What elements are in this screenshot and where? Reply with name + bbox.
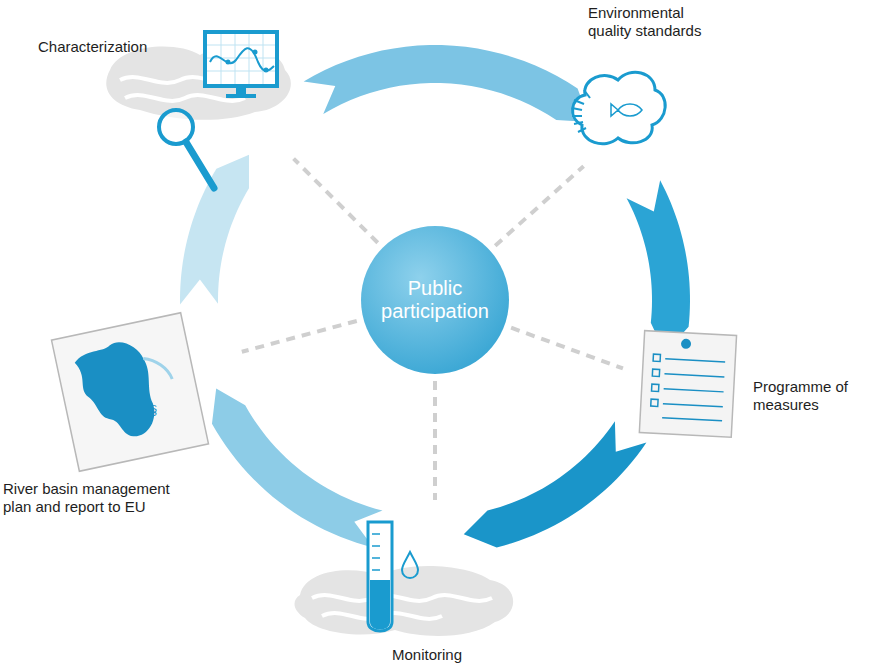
dashed-link xyxy=(495,166,583,246)
stage-text: Environmental quality standards xyxy=(588,4,728,40)
cycle-arrow xyxy=(304,45,590,122)
stage-text: Monitoring xyxy=(392,646,502,664)
stage-label: Programme of measures xyxy=(753,378,865,414)
circle-text: Public participation xyxy=(376,277,494,323)
stage-text: River basin management plan and report t… xyxy=(3,480,193,516)
cycle-arrow xyxy=(180,155,249,305)
stage-label: Characterization xyxy=(38,38,188,56)
cycle-arrow xyxy=(212,388,383,547)
standards-icon xyxy=(572,72,665,143)
test-tube-icon xyxy=(368,522,418,631)
map-icon xyxy=(52,313,209,472)
dashed-link xyxy=(242,321,357,352)
stage-label: Environmental quality standards xyxy=(588,4,728,40)
stage-label: Monitoring xyxy=(392,646,502,664)
magnifier-icon xyxy=(159,110,214,188)
stage-text: Characterization xyxy=(38,38,188,56)
paragraph-symbol: § xyxy=(150,402,157,417)
center-circle: Public participation xyxy=(360,225,510,375)
cycle-arrow xyxy=(464,421,647,547)
circle-fill xyxy=(361,226,509,374)
stage-label: River basin management plan and report t… xyxy=(3,480,193,516)
dashed-link xyxy=(511,328,623,369)
stage-text: Programme of measures xyxy=(753,378,865,414)
cycle-arrow xyxy=(627,180,690,353)
document-icon xyxy=(639,331,736,438)
monitor-icon xyxy=(205,32,277,98)
dashed-link xyxy=(433,381,437,500)
dashed-link xyxy=(294,159,378,243)
